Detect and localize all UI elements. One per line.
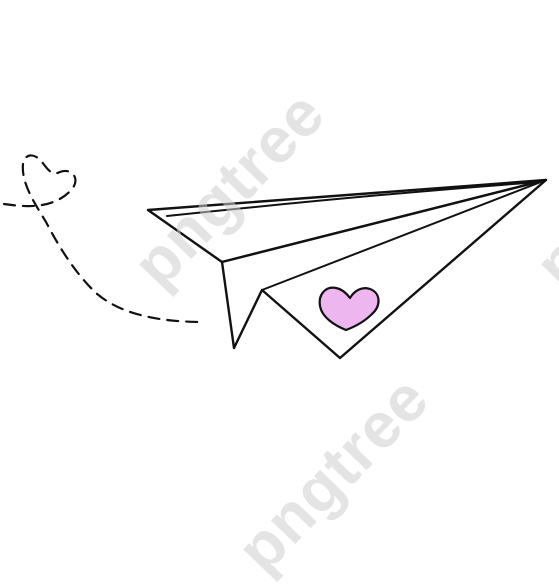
plane-body-fold	[261, 179, 547, 291]
heart-icon	[318, 286, 380, 332]
image-canvas: pngtree pngtree pngtree	[2, 76, 559, 586]
paper-plane-illustration	[2, 154, 548, 360]
plane-keel	[220, 178, 548, 360]
dashed-flight-trail	[2, 154, 207, 324]
plane-wing-crease	[166, 181, 541, 217]
